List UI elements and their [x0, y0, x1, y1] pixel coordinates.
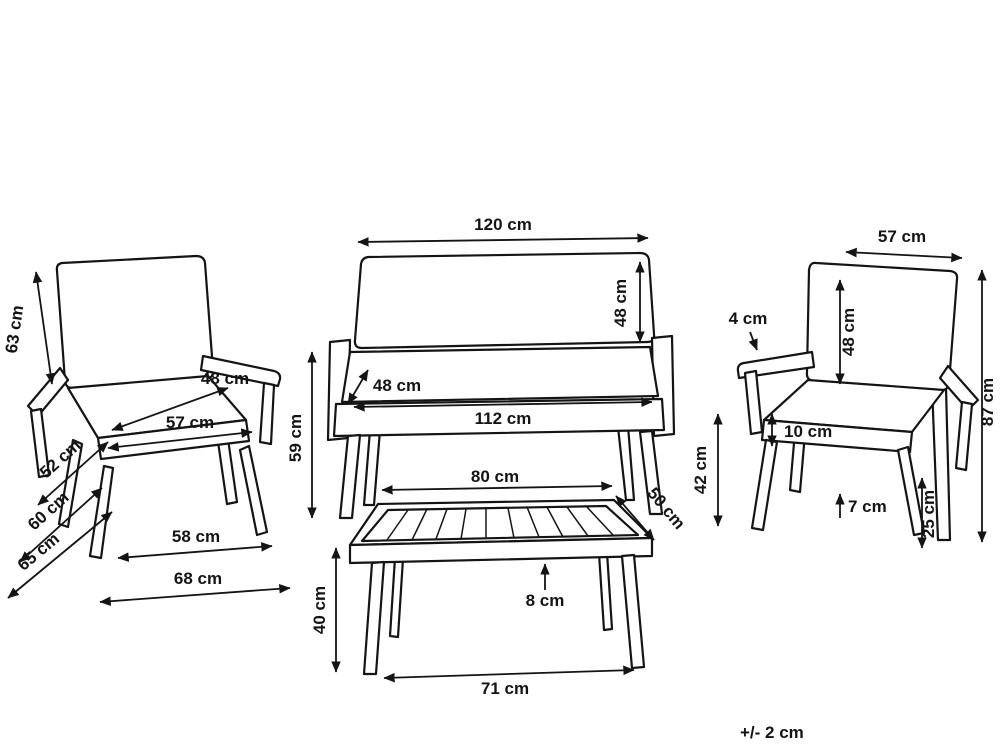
dim-label-right-chair-armrest-thickness: 4 cm	[729, 309, 768, 328]
dim-label-right-chair-frame-clearance: 7 cm	[848, 497, 887, 516]
dim-label-right-chair-backrest-height: 48 cm	[839, 308, 858, 356]
right-chair-armrest-left-post	[743, 369, 764, 436]
right-armchair-dimensions: 57 cm 4 cm 48 cm 87 cm 10 cm 42 cm 7 cm …	[691, 227, 997, 549]
dim-label-sofa-seat-width: 112 cm	[475, 409, 532, 428]
dim-label-right-chair-overall-height: 87 cm	[978, 378, 997, 426]
dim-arrow-left-chair-seat-width	[107, 428, 253, 452]
left-chair-armrest-left	[26, 366, 70, 418]
dim-label-left-chair-seat-width: 57 cm	[166, 413, 214, 432]
right-chair-front-leg-left	[750, 438, 779, 532]
right-chair-backrest	[805, 261, 959, 392]
dim-label-table-top-thickness: 8 cm	[526, 591, 565, 610]
dim-label-right-chair-armrest-height: 42 cm	[691, 446, 710, 494]
left-chair-front-leg-right	[238, 444, 269, 537]
sofa-rear-leg-right	[616, 424, 636, 502]
dim-arrow-right-chair-armrest-thickness	[748, 331, 758, 351]
dim-label-sofa-backrest-height: 48 cm	[611, 279, 630, 327]
dim-label-left-chair-cushion-depth: 48 cm	[201, 369, 249, 388]
sofa-rear-leg-left	[362, 428, 382, 507]
table-front-leg-right	[620, 553, 646, 670]
dim-arrow-left-chair-overall-width	[99, 584, 291, 606]
dim-label-left-chair-side-depth-total: 65 cm	[14, 529, 63, 575]
dim-arrow-sofa-seat-width	[353, 397, 653, 412]
dim-arrow-table-leg-span	[383, 665, 635, 683]
dim-arrow-left-chair-front-frame-width	[117, 542, 273, 562]
dim-label-table-leg-span: 71 cm	[481, 679, 529, 698]
dim-arrow-right-chair-top-width	[845, 247, 963, 263]
sofa-drawing	[326, 251, 676, 520]
sofa-backrest	[353, 251, 656, 350]
left-armchair-drawing	[26, 254, 282, 560]
coffee-table-drawing	[348, 498, 654, 676]
left-chair-front-leg-left	[88, 464, 115, 560]
dim-arrow-left-chair-back-edge	[32, 271, 56, 385]
dim-label-table-top-length: 80 cm	[471, 467, 519, 486]
dim-label-left-chair-back-edge: 63 cm	[2, 304, 28, 354]
sofa-front-leg-right	[638, 429, 664, 516]
dim-label-right-chair-top-width: 57 cm	[878, 227, 926, 246]
dim-arrow-left-chair-side-depth-total	[7, 511, 113, 599]
table-top-front-face	[348, 536, 654, 565]
dim-label-right-chair-cushion-thickness: 10 cm	[784, 422, 832, 441]
left-chair-armrest-right	[199, 354, 282, 388]
dim-label-sofa-seat-depth: 48 cm	[373, 376, 421, 395]
dim-label-left-chair-overall-width: 68 cm	[174, 569, 222, 588]
left-chair-backrest	[55, 254, 215, 390]
dim-label-sofa-seat-height: 59 cm	[286, 414, 305, 462]
dim-arrow-sofa-overall-width	[357, 233, 649, 247]
table-top-inner-border	[360, 504, 640, 543]
dim-arrow-left-chair-cushion-depth	[111, 387, 229, 431]
dim-label-sofa-overall-width: 120 cm	[474, 215, 532, 234]
table-top-slats	[386, 505, 614, 541]
dim-arrow-table-top-depth	[615, 495, 655, 541]
table-front-leg-left	[362, 560, 386, 676]
dim-label-left-chair-front-frame-width: 58 cm	[172, 527, 220, 546]
sofa-dimensions: 120 cm 48 cm 48 cm 112 cm 59 cm	[286, 215, 653, 519]
left-chair-armrest-right-post	[258, 381, 276, 446]
dim-label-table-height: 40 cm	[310, 586, 329, 634]
dim-label-right-chair-leg-height: 25 cm	[919, 490, 938, 538]
tolerance-note: +/- 2 cm	[740, 723, 804, 742]
sofa-front-leg-left	[338, 433, 362, 520]
dim-arrow-table-top-length	[381, 481, 613, 495]
right-chair-armrest-right-post	[954, 400, 974, 472]
sofa-seat-cushion	[340, 345, 660, 404]
dim-arrow-sofa-seat-depth	[347, 369, 369, 405]
